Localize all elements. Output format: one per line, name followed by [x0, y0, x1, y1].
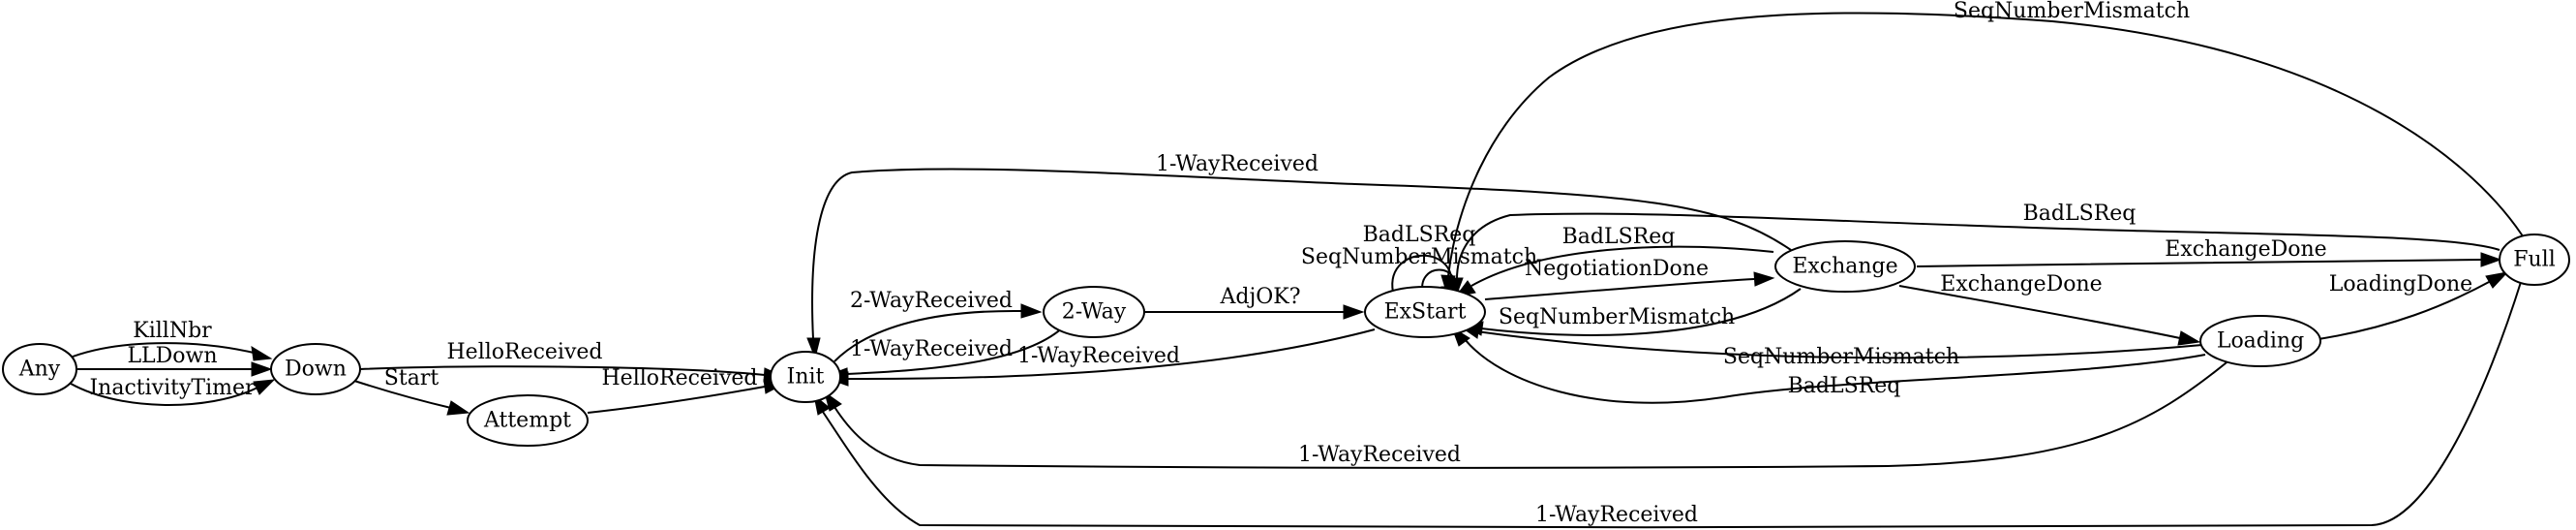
edge-exchange-init: 1-WayReceived [806, 152, 1792, 359]
state-node-any[interactable]: Any [2, 343, 77, 395]
edge-any-down-inactivitytimer: InactivityTimer [65, 376, 276, 406]
edge-label-start: Start [384, 366, 439, 390]
edge-label-exchange-full: ExchangeDone [2165, 237, 2326, 262]
edge-exstart-exchange: NegotiationDone [1484, 257, 1775, 300]
edge-2way-init: 1-WayReceived [827, 325, 1066, 382]
state-label-full: Full [2513, 248, 2556, 272]
edge-label-exchange-exstart-badlsreq: BadLSReq [1562, 225, 1676, 249]
state-node-full[interactable]: Full [2499, 234, 2570, 286]
edge-label-2way-init: 1-WayReceived [850, 337, 1013, 361]
edge-label-exchange-init: 1-WayReceived [1156, 152, 1318, 176]
edge-attempt-init-helloreceived: HelloReceived [587, 366, 786, 414]
state-node-attempt[interactable]: Attempt [467, 394, 589, 447]
edge-label-loading-exstart-seqnumbermismatch: SeqNumberMismatch [1723, 345, 1959, 369]
edge-label-full-exstart-badlsreq: BadLSReq [2023, 202, 2137, 226]
state-label-any: Any [18, 358, 61, 382]
edge-exstart-init: 1-WayReceived [827, 328, 1376, 387]
state-node-init[interactable]: Init [770, 351, 841, 403]
edge-loading-init: 1-WayReceived [824, 358, 2232, 469]
edge-exchange-exstart-seqnumbermismatch: SeqNumberMismatch [1462, 288, 1802, 336]
state-node-exstart[interactable]: ExStart [1364, 286, 1486, 338]
edge-label-adjok: AdjOK? [1219, 285, 1300, 309]
state-node-exchange[interactable]: Exchange [1774, 240, 1916, 293]
edge-label-self-seqnumbermismatch: SeqNumberMismatch [1301, 245, 1537, 269]
state-label-attempt: Attempt [483, 409, 571, 433]
edge-full-init: 1-WayReceived [813, 278, 2523, 529]
edge-label-inactivitytimer: InactivityTimer [89, 376, 255, 400]
edge-label-init-2way: 2-WayReceived [850, 289, 1013, 313]
state-label-exstart: ExStart [1384, 300, 1467, 325]
state-label-exchange: Exchange [1792, 255, 1897, 279]
state-node-2way[interactable]: 2-Way [1043, 286, 1145, 338]
edge-label-lldown: LLDown [127, 344, 217, 368]
edge-exchange-loading: ExchangeDone [1898, 272, 2201, 346]
edge-exchange-full: ExchangeDone [1916, 237, 2502, 267]
edge-loading-exstart-badlsreq: BadLSReq [1451, 326, 2206, 404]
edge-label-exchange-loading: ExchangeDone [1940, 272, 2102, 296]
edge-exchange-exstart-badlsreq: BadLSReq [1454, 225, 1774, 297]
edge-label-exchange-exstart-seqnumbermismatch: SeqNumberMismatch [1499, 305, 1735, 329]
edge-2way-exstart: AdjOK? [1142, 285, 1365, 320]
edge-full-exstart-badlsreq: BadLSReq [1448, 202, 2500, 298]
edge-any-down-lldown: LLDown [77, 344, 273, 377]
edge-loading-exstart-seqnumbermismatch: SeqNumberMismatch [1460, 324, 2203, 369]
edge-label-loading-init: 1-WayReceived [1298, 443, 1461, 467]
edge-label-attempt-init: HelloReceived [601, 366, 757, 390]
edge-any-down-killnbr: KillNbr [67, 319, 273, 361]
edge-label-loading-exstart-badlsreq: BadLSReq [1788, 374, 1901, 398]
edge-label-full-init: 1-WayReceived [1535, 503, 1698, 527]
edge-loading-full: LoadingDone [2318, 271, 2509, 340]
edge-label-killnbr: KillNbr [133, 319, 212, 343]
edge-label-negotiationdone: NegotiationDone [1525, 257, 1709, 281]
edge-label-loadingdone: LoadingDone [2329, 272, 2472, 296]
state-node-down[interactable]: Down [270, 343, 361, 395]
state-label-init: Init [787, 365, 825, 390]
edge-init-2way: 2-WayReceived [833, 289, 1043, 362]
state-label-down: Down [285, 358, 347, 382]
edge-label-exstart-init: 1-WayReceived [1017, 344, 1180, 368]
state-node-loading[interactable]: Loading [2199, 315, 2321, 367]
edge-label-full-exstart-seqnumbermismatch: SeqNumberMismatch [1954, 0, 2190, 23]
edge-down-attempt-start: Start [353, 366, 470, 416]
edge-label-down-init: HelloReceived [446, 340, 602, 364]
state-label-loading: Loading [2217, 329, 2304, 354]
state-label-2way: 2-Way [1062, 300, 1127, 325]
